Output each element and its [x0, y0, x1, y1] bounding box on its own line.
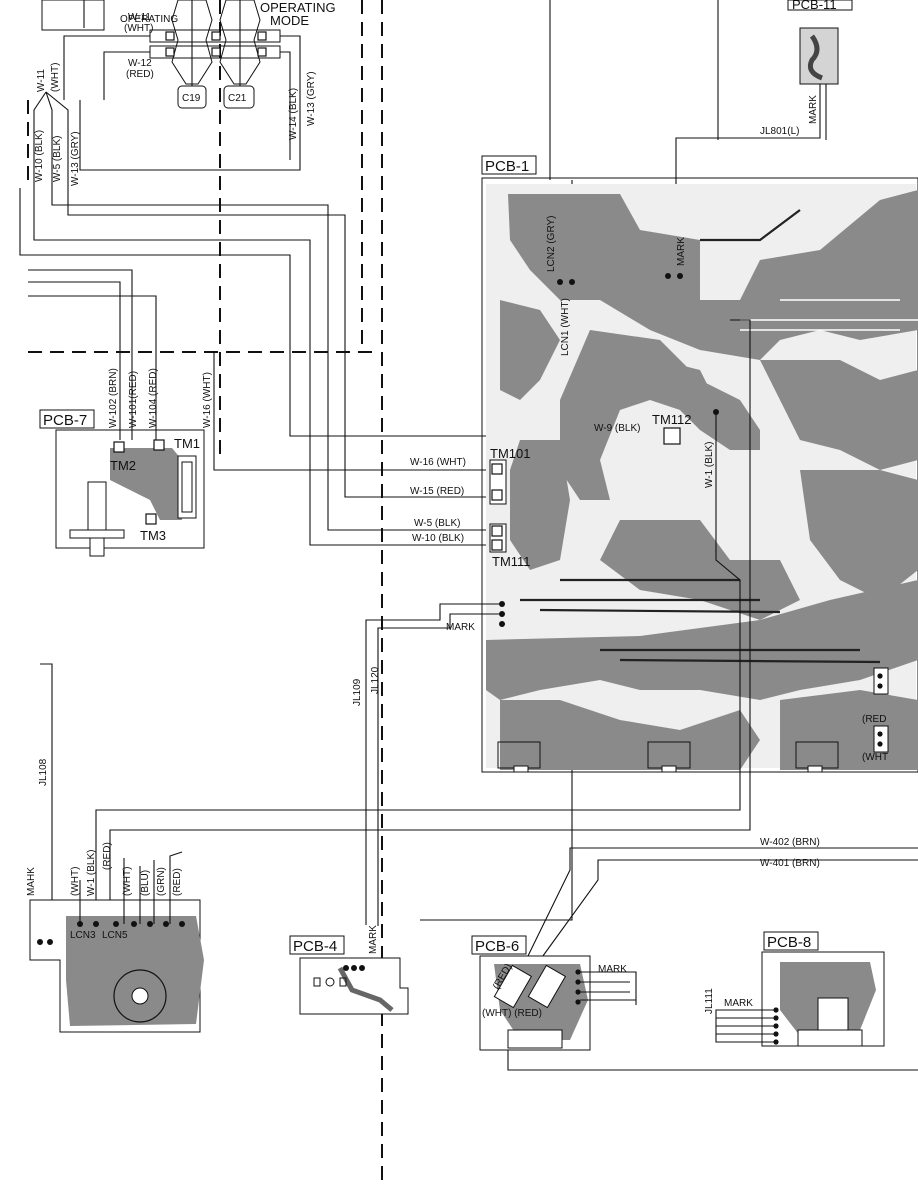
- pcb1-extra-wires: [95, 319, 918, 1071]
- red2-label: (RED): [172, 868, 183, 896]
- jl108-label: JL108: [38, 758, 49, 786]
- jl120-label: JL120: [370, 666, 381, 694]
- w16-wht-label: W-16 (WHT): [410, 457, 466, 468]
- wht-red-pcb6: (WHT) (RED): [482, 1008, 542, 1019]
- pcb8-label-box: [763, 931, 819, 951]
- w401-label: W-401 (BRN): [760, 858, 820, 869]
- pcb-7: [55, 429, 205, 557]
- w11-v-label: W-11: [36, 69, 47, 92]
- w12-label: W-12: [128, 58, 152, 69]
- w1-blk-bottom-label: W-1 (BLK): [86, 850, 97, 897]
- pcb4-label-box: [289, 935, 345, 955]
- lcn3-label: LCN3: [70, 930, 96, 941]
- grn-label: (GRN): [156, 867, 167, 896]
- w5-blk-pcb1-label: W-5 (BLK): [414, 518, 461, 529]
- blu-label: (BLU): [140, 870, 151, 896]
- capacitor-c21: [223, 85, 255, 109]
- tm1-label: TM1: [174, 436, 200, 451]
- lcn1-label: LCN1 (WHT): [560, 298, 571, 356]
- w5-blk-label: W-5 (BLK): [52, 136, 63, 183]
- wht2-label: (WHT): [122, 867, 133, 896]
- w102-label: W-102 (BRN): [108, 368, 119, 428]
- c19-label: C19: [182, 93, 201, 104]
- pcb6-label: PCB-6: [475, 938, 519, 955]
- w104-label: W-104 (RED): [148, 368, 159, 428]
- operating-mode-label-2: MODE: [270, 13, 309, 28]
- w13-gry-label: W-13 (GRY): [70, 131, 81, 186]
- tm2-label: TM2: [110, 458, 136, 473]
- tm3-label: TM3: [140, 528, 166, 543]
- svg-text:OPERATING: OPERATING: [120, 14, 178, 25]
- pcb7-label: PCB-7: [43, 412, 87, 429]
- jl109-label: JL109: [352, 678, 363, 706]
- pcb6-label-box: [471, 935, 527, 955]
- w9-blk-label: W-9 (BLK): [594, 423, 641, 434]
- red-right-label: (RED: [862, 714, 886, 725]
- w16-pcb7-label: W-16 (WHT): [202, 372, 213, 428]
- w11-color: (WHT): [124, 23, 153, 34]
- w101-label: W-101(RED): [128, 371, 139, 428]
- tm101-label: TM101: [490, 446, 530, 461]
- motor-board: [29, 663, 204, 1033]
- w11-label: W-11: [128, 12, 151, 23]
- dashed-separators: [27, 0, 383, 1180]
- pcb1-label-box: [481, 155, 537, 175]
- w1-blk-pcb1-label: W-1 (BLK): [704, 442, 715, 489]
- pcb4-label: PCB-4: [293, 938, 337, 955]
- pcb11-label: PCB-11: [792, 0, 837, 12]
- mahk-label: MAHK: [26, 867, 37, 896]
- top-connector-block: OPERATING: [41, 0, 301, 171]
- lcn5-label: LCN5: [102, 930, 128, 941]
- w10-blk-label: W-10 (BLK): [34, 130, 45, 182]
- pcb-11: [675, 0, 853, 270]
- wht-label: (WHT): [70, 867, 81, 896]
- pcb11-mark: MARK: [808, 95, 819, 124]
- w10-blk-pcb1-label: W-10 (BLK): [412, 533, 464, 544]
- c21-label: C21: [228, 93, 247, 104]
- mark-pcb4: MARK: [368, 925, 379, 954]
- pcb-1: [481, 177, 918, 773]
- jl111-label: JL111: [704, 988, 715, 1014]
- operating-mode-label-1: OPERATING: [260, 0, 336, 15]
- lcn2-label: LCN2 (GRY): [546, 216, 557, 273]
- mark-pcb6: MARK: [598, 964, 627, 975]
- w11-v-color: (WHT): [50, 63, 61, 92]
- pcb8-label: PCB-8: [767, 934, 811, 951]
- w402-label: W-402 (BRN): [760, 837, 820, 848]
- pcb-4: [299, 957, 409, 1015]
- pcb1-label: PCB-1: [485, 158, 529, 175]
- w15-red-label: W-15 (RED): [410, 486, 464, 497]
- tm112-label: TM112: [652, 412, 692, 427]
- mark-pcb8: MARK: [724, 998, 753, 1009]
- w14-blk-label: W-14 (BLK): [288, 88, 299, 140]
- w13-gry-b-label: W-13 (GRY): [306, 71, 317, 126]
- jl801-label: JL801(L): [760, 126, 799, 137]
- wht-right-label: (WHT: [862, 752, 888, 763]
- pcb-8: [715, 951, 885, 1047]
- mark-pcb1-top: MARK: [676, 237, 687, 266]
- red-label: (RED): [102, 842, 113, 870]
- mark-pcb1-left: MARK: [446, 622, 475, 633]
- w12-color: (RED): [126, 69, 154, 80]
- tm111-label: TM111: [492, 554, 531, 569]
- pcb1-terminals: [489, 273, 883, 747]
- pcb7-label-box: [39, 409, 95, 429]
- pcb-6: [479, 955, 637, 1051]
